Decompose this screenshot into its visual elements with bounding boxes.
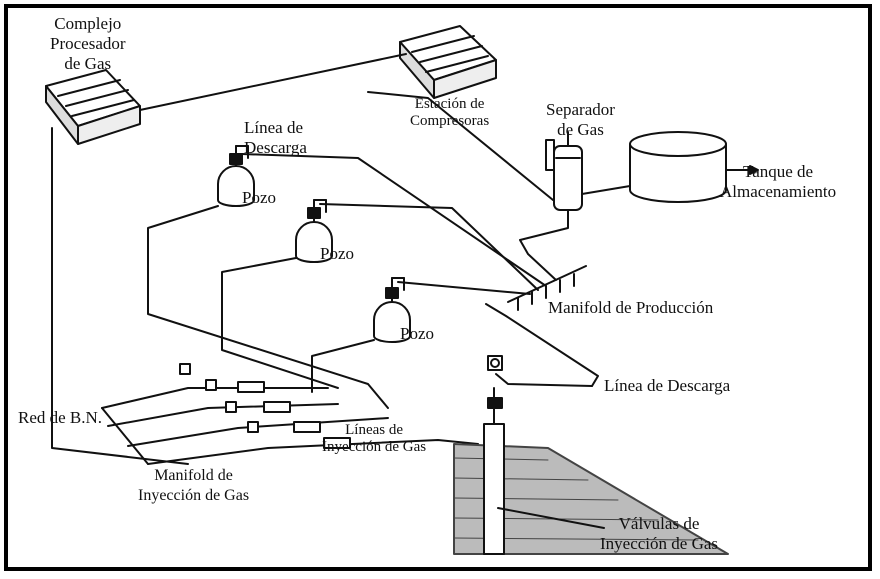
pipe-separator-to-tank [581,185,631,195]
discharge-to-wellhead [495,373,593,387]
well-1 [217,145,255,207]
pipe-separator-to-manifold [519,209,569,281]
label-well-2: Pozo [320,244,354,263]
injection-well-casing [453,355,729,555]
well-3 [373,277,411,343]
label-discharge-line-bottom: Línea de Descarga [604,376,731,395]
pipe-complex-to-station [139,53,407,111]
gas-injection-manifold [101,363,479,465]
well-2 [295,199,333,263]
discharge-line-well1 [241,153,547,287]
compressor-station-building [399,25,497,99]
gas-separator-vessel [545,131,583,211]
processing-complex-building [45,69,141,145]
flow-line-well1 [147,205,389,409]
production-manifold [507,265,587,311]
pipe-station-to-separator [367,91,554,201]
discharge-line-well3 [397,281,531,295]
bottom-discharge-line [485,303,599,387]
label-well-3: Pozo [400,324,434,343]
discharge-line-well2 [319,203,539,291]
label-production-manifold: Manifold de Producción [548,298,714,317]
storage-tank [629,131,759,203]
flow-line-well2 [221,257,339,389]
flow-diagram [45,25,759,555]
label-gas-lift-network: Red de B.N. [18,408,103,427]
label-well-1: Pozo [242,188,276,207]
flow-line-well3 [311,339,375,393]
